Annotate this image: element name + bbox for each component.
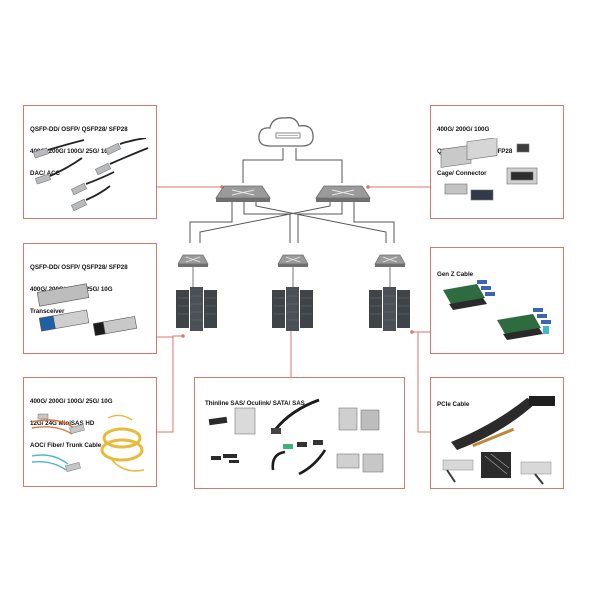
access-switch-icon <box>277 254 309 267</box>
panel-pcie-cable-text: PCIe Cable <box>437 386 469 423</box>
panel-aoc-fiber-text: 400G/ 200G/ 100G/ 25G/ 10G 12G/ 24G Mini… <box>30 383 113 464</box>
dac-cable-image <box>33 138 149 212</box>
panel-line: Cage/ Connector <box>437 170 487 178</box>
cage-connector-image <box>440 138 538 201</box>
panel-line: Transceiver <box>30 308 65 316</box>
core-switch-icon <box>215 185 271 202</box>
panel-line: QSFP-DD/ OSFP/ QSFP28/ SFP28 <box>30 263 128 271</box>
aoc-fiber-image <box>31 413 145 473</box>
panel-sas-oculink-sata-text: Thinline SAS/ Oculink/ SATA/ SAS <box>205 385 305 422</box>
panel-line: 12G/ 24G MiniSAS HD <box>30 420 95 428</box>
panel-gen-z-cable-text: Gen Z Cable <box>437 256 473 293</box>
access-switch-icon <box>374 254 406 267</box>
panel-line: PCIe Cable <box>437 400 470 408</box>
transceiver-image <box>36 283 138 336</box>
server-rack-icon <box>272 287 313 331</box>
panel-line: Thinline SAS/ Oculink/ SATA/ SAS <box>205 399 305 407</box>
gen-z-cable-image <box>443 280 551 340</box>
panel-transceiver: QSFP-DD/ OSFP/ QSFP28/ SFP28 400G/ 200G/… <box>23 243 157 354</box>
panel-dac-acc: QSFP-DD/ OSFP/ QSFP28/ SFP28 400G/ 200G/… <box>23 105 157 219</box>
panel-line: 400G/ 200G/ 100G/ 25G/ 10G <box>30 397 113 405</box>
sas-cable-image <box>208 398 384 476</box>
connector-pcie <box>417 332 430 433</box>
panel-sas-oculink-sata: Thinline SAS/ Oculink/ SATA/ SAS <box>194 377 405 489</box>
panel-line: AOC/ Fiber/ Trunk Cable <box>30 442 102 450</box>
server-rack-icon <box>369 287 410 331</box>
panel-cage-connector: 400G/ 200G/ 100G QSFP-DD/ OSFP/ QSFP28 C… <box>430 105 564 219</box>
cloud-icon <box>258 117 314 147</box>
connector-transceiver <box>157 335 182 338</box>
panel-pcie-cable: PCIe Cable <box>430 377 564 489</box>
panel-line: Gen Z Cable <box>437 270 474 278</box>
panel-line: 400G/ 200G/ 100G <box>437 125 490 133</box>
core-switch-icon <box>315 185 371 202</box>
access-switch-icon <box>177 254 209 267</box>
panel-aoc-fiber: 400G/ 200G/ 100G/ 25G/ 10G 12G/ 24G Mini… <box>23 377 157 487</box>
panel-line: QSFP-DD/ OSFP/ QSFP28/ SFP28 <box>30 125 128 133</box>
connector-aoc <box>157 336 174 433</box>
panel-gen-z-cable: Gen Z Cable <box>430 247 564 354</box>
server-rack-icon <box>176 287 217 331</box>
pcie-cable-image <box>442 396 555 485</box>
network-links <box>189 148 395 243</box>
